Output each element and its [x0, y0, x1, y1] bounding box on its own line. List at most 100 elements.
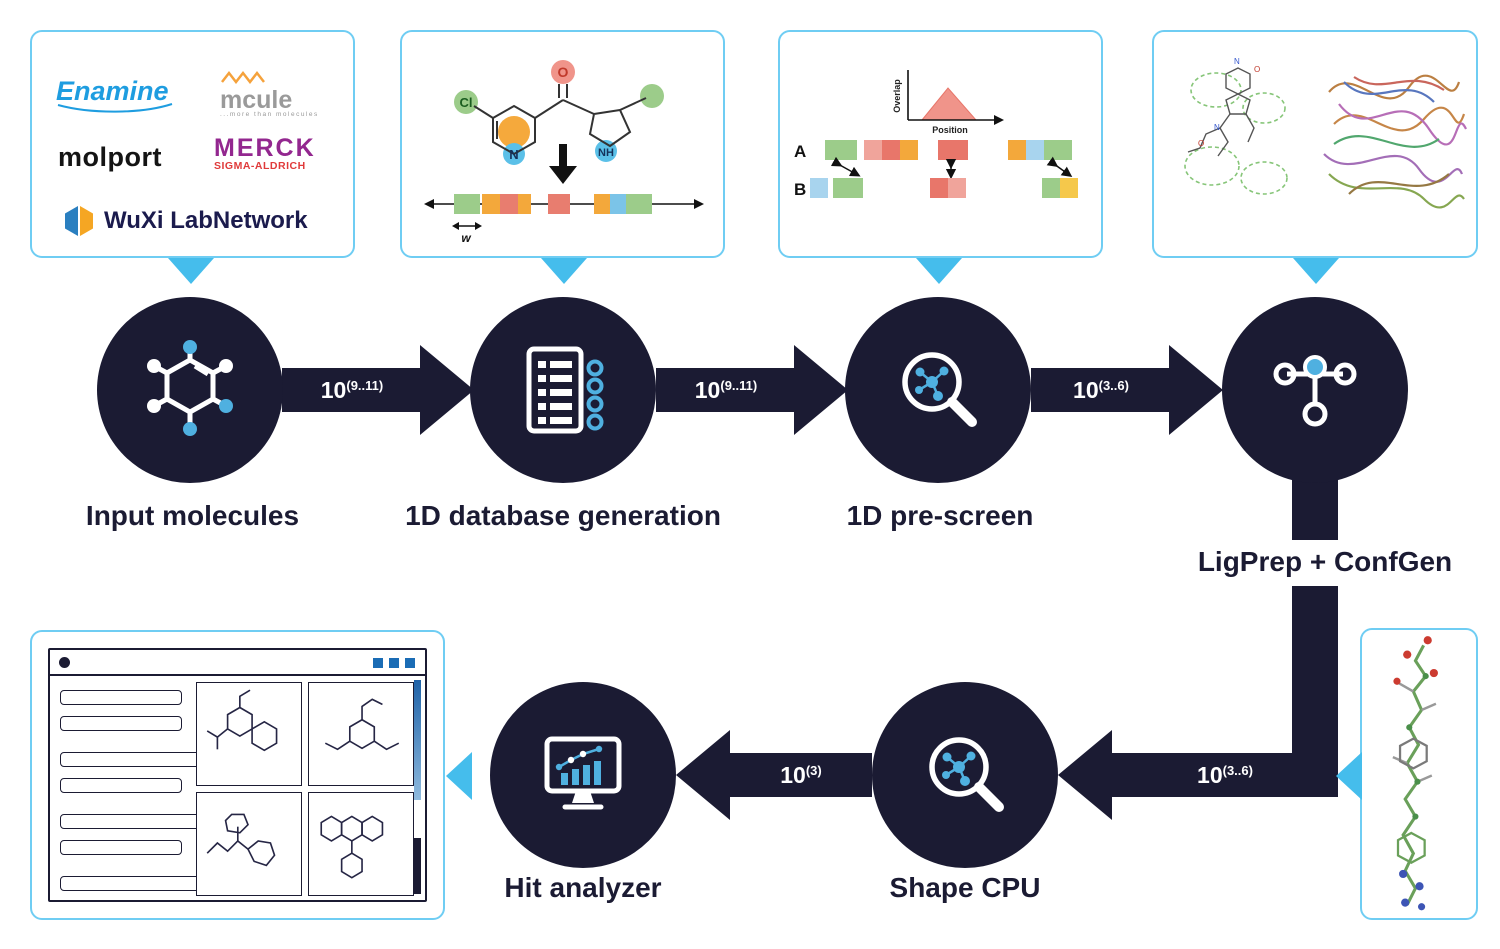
row-b-blocks	[810, 178, 1078, 198]
wuxi-logo: WuXi LabNetwork	[62, 204, 308, 238]
window-titlebar	[50, 650, 425, 676]
hit-structure-panel[interactable]	[308, 792, 414, 896]
molport-logo-text: molport	[58, 142, 162, 172]
row-a-label: A	[794, 142, 806, 161]
atom-nh-label: NH	[598, 147, 614, 159]
arrow-head-2	[794, 345, 848, 435]
search-molecule-icon	[929, 737, 1004, 812]
window-body	[50, 676, 425, 900]
arrow-count-5: 10(3)	[780, 762, 822, 788]
svg-text:N: N	[1234, 57, 1240, 66]
svg-text:O: O	[1254, 65, 1260, 74]
node-1d-prescreen	[845, 297, 1031, 483]
callout-hit-analyzer-window	[30, 630, 445, 920]
result-field[interactable]	[60, 716, 182, 731]
connector-triangle-vendors	[168, 258, 214, 284]
merck-logo-text: MERCK	[214, 134, 316, 162]
hit-structure-panel[interactable]	[196, 682, 302, 786]
node-shape-cpu	[872, 682, 1058, 868]
callout-vendor-logos: Enamine mcule ...more than molecules mol…	[30, 30, 355, 258]
result-field[interactable]	[60, 752, 210, 767]
arrow-shape-to-hit	[730, 753, 872, 797]
molecule-icon	[147, 340, 233, 436]
sigma-aldrich-text: SIGMA-ALDRICH	[214, 160, 306, 172]
wuxi-hexagon-icon	[65, 206, 93, 236]
arrow-count-2: 10(9..11)	[694, 377, 758, 403]
molport-logo: molport	[58, 142, 162, 173]
enamine-logo: Enamine	[56, 76, 174, 113]
prescreen-illustration: Overlap Position A B	[794, 70, 1078, 199]
arrow-database-to-prescreen	[656, 368, 796, 412]
result-field[interactable]	[60, 814, 210, 829]
result-field[interactable]	[60, 840, 182, 855]
svg-text:N: N	[1214, 123, 1220, 132]
result-field[interactable]	[60, 690, 182, 705]
window-button-icon[interactable]	[389, 658, 399, 668]
svg-text:O: O	[1198, 139, 1204, 148]
atom-cl-label: Cl	[460, 95, 473, 110]
result-field[interactable]	[60, 778, 182, 793]
merck-logo: MERCK SIGMA-ALDRICH	[214, 134, 316, 173]
arrow-prescreen-to-ligprep	[1031, 368, 1171, 412]
arrow-head-1	[420, 345, 474, 435]
row-b-label: B	[794, 180, 806, 199]
database-document-icon	[526, 346, 604, 434]
hit-structure-panel[interactable]	[196, 792, 302, 896]
arrow-count-3: 10(3..6)	[1073, 377, 1129, 403]
arrow-count-1: 10(9..11)	[320, 377, 384, 403]
node-ligprep-confgen	[1222, 297, 1408, 483]
position-axis-label: Position	[932, 125, 968, 135]
label-1d-prescreen: 1D pre-screen	[846, 500, 1034, 531]
atom-n-label: N	[509, 147, 518, 162]
callout-1d-fingerprint: O Cl N NH	[400, 30, 725, 258]
scrollbar-thumb[interactable]	[414, 680, 421, 800]
connector-triangle-query-pipe	[1336, 752, 1362, 800]
arrow-input-to-database	[282, 368, 422, 412]
arrow-head-5	[676, 730, 730, 820]
pharmacophore-ellipses	[1184, 72, 1288, 195]
node-1d-database	[470, 297, 656, 483]
hit-analyzer-window	[48, 648, 427, 902]
node-input-molecules	[97, 297, 283, 483]
window-dot-icon	[59, 657, 70, 668]
label-input-molecules: Input molecules	[85, 500, 300, 531]
conformer-tangle	[1323, 74, 1467, 209]
atom-o-label: O	[558, 64, 569, 80]
scrollbar-segment[interactable]	[414, 838, 421, 894]
window-button-icon[interactable]	[373, 658, 383, 668]
arrow-count-4: 10(3..6)	[1197, 762, 1253, 788]
connector-triangle-fingerprint	[541, 258, 587, 284]
callout-query-molecule	[1360, 628, 1478, 920]
hit-structure-panel[interactable]	[308, 682, 414, 786]
row-a-blocks	[825, 140, 1072, 160]
down-arrow	[559, 144, 567, 168]
result-field[interactable]	[60, 876, 210, 891]
label-ligprep-confgen: LigPrep + ConfGen	[1197, 546, 1453, 577]
enamine-logo-text: Enamine	[56, 76, 169, 106]
conformer-illustration: O N O N	[1184, 57, 1467, 209]
connector-triangle-prescreen	[916, 258, 962, 284]
arrow-head-4	[1058, 730, 1112, 820]
connector-triangle-hit-window	[446, 752, 472, 800]
window-button-icon[interactable]	[405, 658, 415, 668]
arrow-head-3	[1169, 345, 1223, 435]
mcule-zigzag-icon	[221, 70, 265, 85]
conformer-branch-icon	[1273, 355, 1357, 427]
callout-conformers: O N O N	[1152, 30, 1478, 258]
mcule-logo-text: mcule	[220, 86, 293, 114]
label-shape-cpu: Shape CPU	[889, 872, 1041, 903]
window-width-label: w	[461, 231, 471, 245]
fingerprint-blocks	[454, 194, 652, 214]
wuxi-logo-text: WuXi LabNetwork	[104, 207, 308, 234]
mcule-tagline: ...more than molecules	[220, 111, 319, 118]
label-hit-analyzer: Hit analyzer	[504, 872, 662, 903]
nucleoside-sketch	[1187, 67, 1255, 157]
overlap-axis-label: Overlap	[892, 79, 902, 113]
arrow-ligprep-to-shape	[1112, 753, 1338, 797]
enamine-swoosh	[57, 103, 173, 113]
fingerprint-illustration: O Cl N NH	[424, 60, 704, 245]
monitor-chart-icon	[544, 736, 622, 810]
mcule-logo: mcule ...more than molecules	[220, 70, 319, 118]
callout-1d-prescreen: Overlap Position A B	[778, 30, 1103, 258]
